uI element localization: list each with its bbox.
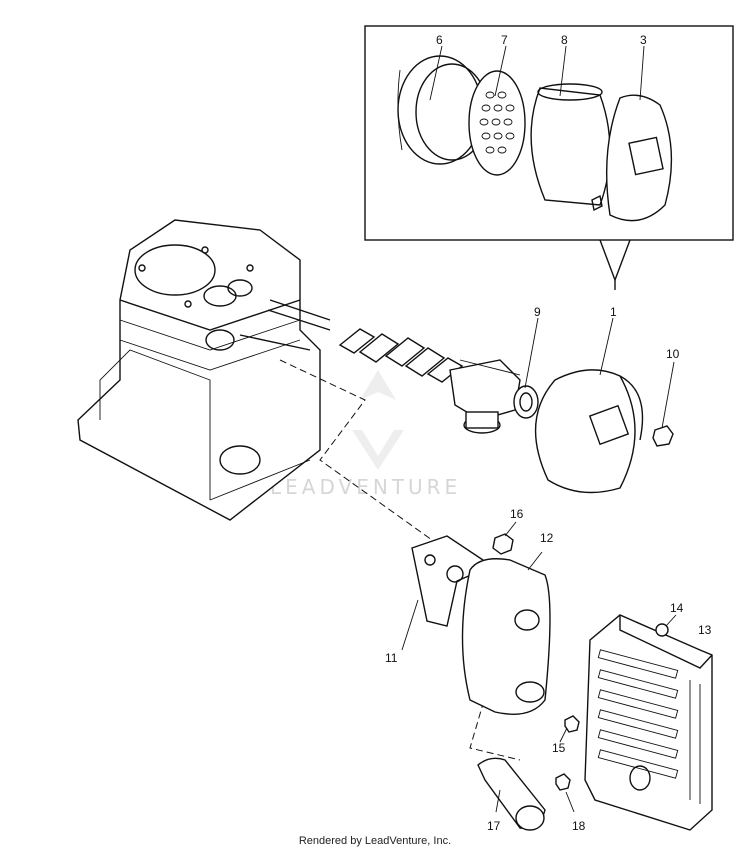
callout-14: 14 [670,601,684,615]
heat-shield-screw [655,614,677,637]
spark-arrestor [477,757,546,831]
callout-13: 13 [698,623,712,637]
intake-gaskets [338,328,464,383]
air-cleaner-assembly [534,369,644,494]
callout-10: 10 [666,347,680,361]
assembly-leader-lines [524,317,675,429]
watermark-text: LEADVENTURE [270,475,461,499]
callout-9: 9 [534,305,541,319]
callout-8: 8 [561,33,568,47]
wing-nut [652,425,674,447]
callout-16: 16 [510,507,524,521]
muffler-screw [559,715,580,743]
rendered-by-credit: Rendered by LeadVenture, Inc. [298,835,452,847]
callout-17: 17 [487,819,501,833]
callout-12: 12 [540,531,554,545]
exhaust-nut [492,521,517,555]
callout-11: 11 [385,651,398,665]
callout-1: 1 [610,305,617,319]
air-cleaner-screen [468,70,526,176]
carburetor [449,359,521,434]
spark-arrestor-screw [555,773,575,813]
muffler-heat-shield [584,614,713,831]
muffler [461,551,551,715]
engine-block [77,219,331,521]
air-cleaner-cover [591,94,673,222]
air-filter-element [530,83,611,206]
detail-leader-lines [429,45,645,101]
air-cleaner-detail-box [364,25,734,290]
callout-3: 3 [640,33,647,47]
callout-6: 6 [436,33,443,47]
callout-7: 7 [501,33,508,47]
callout-15: 15 [552,741,566,755]
exhaust-gasket [401,535,494,651]
callout-18: 18 [572,819,586,833]
watermark-logo-icon [352,370,404,470]
carburetor-gasket [513,385,539,419]
